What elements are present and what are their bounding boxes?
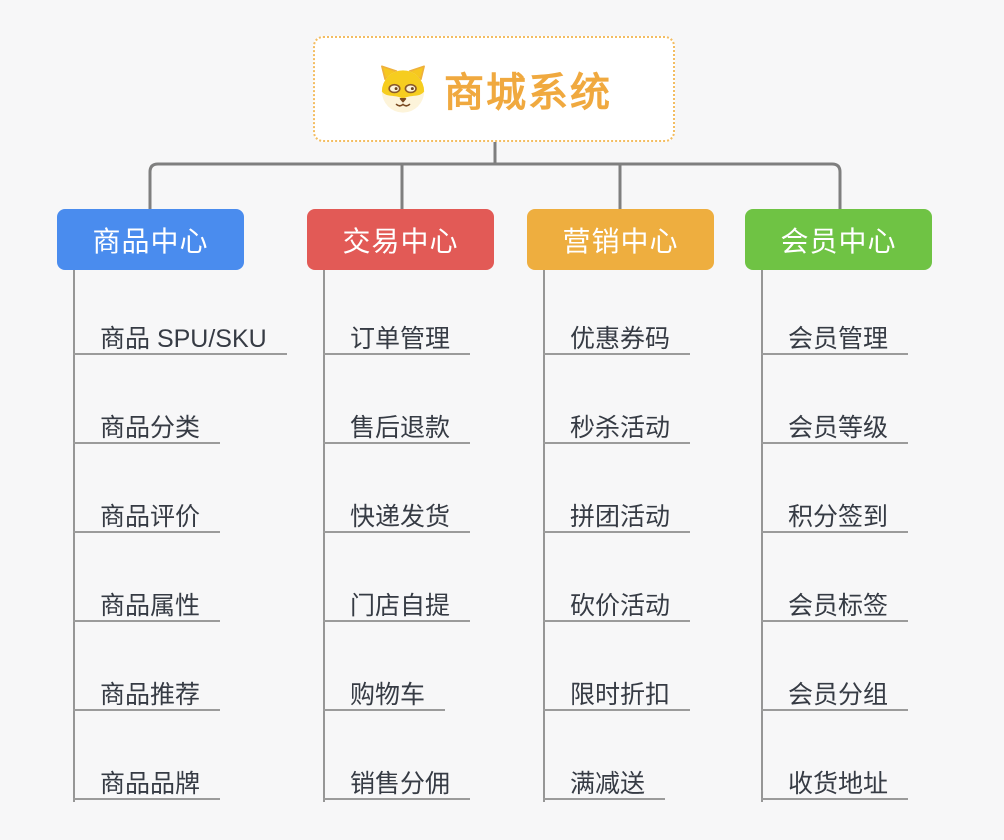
root-title: 商城系统 (444, 71, 612, 115)
leaf-item[interactable]: 限时折扣 (543, 679, 691, 711)
branch-column-member: 会员管理 会员等级 积分签到 会员标签 会员分组 收货地址 (761, 270, 1004, 810)
branch-label: 会员中心 (780, 225, 897, 257)
leaf-item[interactable]: 商品推荐 (73, 679, 221, 711)
root-node[interactable]: 商城系统 (313, 36, 675, 142)
leaf-item[interactable]: 商品评价 (73, 501, 221, 533)
leaf-item[interactable]: 商品分类 (73, 412, 221, 444)
leaf-item[interactable]: 积分签到 (761, 501, 909, 533)
branch-label: 交易中心 (342, 225, 459, 257)
leaf-item[interactable]: 会员标签 (761, 590, 909, 622)
branch-spine (543, 270, 545, 802)
branch-column-trade: 订单管理 售后退款 快递发货 门店自提 购物车 销售分佣 (323, 270, 573, 810)
leaf-item[interactable]: 快递发货 (323, 501, 471, 533)
leaf-item[interactable]: 会员管理 (761, 323, 909, 355)
leaf-item[interactable]: 商品 SPU/SKU (73, 323, 287, 355)
leaf-item[interactable]: 砍价活动 (543, 590, 691, 622)
leaf-item[interactable]: 秒杀活动 (543, 412, 691, 444)
branch-spine (761, 270, 763, 802)
leaf-item[interactable]: 售后退款 (323, 412, 471, 444)
branch-node-member[interactable]: 会员中心 (745, 209, 932, 270)
leaf-item[interactable]: 会员等级 (761, 412, 909, 444)
leaf-item[interactable]: 会员分组 (761, 679, 909, 711)
branch-label: 商品中心 (92, 225, 209, 257)
leaf-item[interactable]: 购物车 (323, 679, 446, 711)
branch-node-marketing[interactable]: 营销中心 (527, 209, 714, 270)
leaf-item[interactable]: 订单管理 (323, 323, 471, 355)
leaf-item[interactable]: 满减送 (543, 768, 666, 800)
leaf-item[interactable]: 收货地址 (761, 768, 909, 800)
leaf-item[interactable]: 拼团活动 (543, 501, 691, 533)
leaf-item[interactable]: 优惠券码 (543, 323, 691, 355)
leaf-item[interactable]: 销售分佣 (323, 768, 471, 800)
shiba-dog-icon (381, 65, 425, 113)
branch-node-trade[interactable]: 交易中心 (307, 209, 494, 270)
leaf-item[interactable]: 门店自提 (323, 590, 471, 622)
leaf-item[interactable]: 商品属性 (73, 590, 221, 622)
leaf-item[interactable]: 商品品牌 (73, 768, 221, 800)
branch-spine (73, 270, 75, 802)
branch-spine (323, 270, 325, 802)
branch-column-product: 商品 SPU/SKU 商品分类 商品评价 商品属性 商品推荐 商品品牌 (73, 270, 323, 810)
branch-label: 营销中心 (562, 225, 679, 257)
branch-node-product[interactable]: 商品中心 (57, 209, 244, 270)
branch-column-marketing: 优惠券码 秒杀活动 拼团活动 砍价活动 限时折扣 满减送 (543, 270, 793, 810)
